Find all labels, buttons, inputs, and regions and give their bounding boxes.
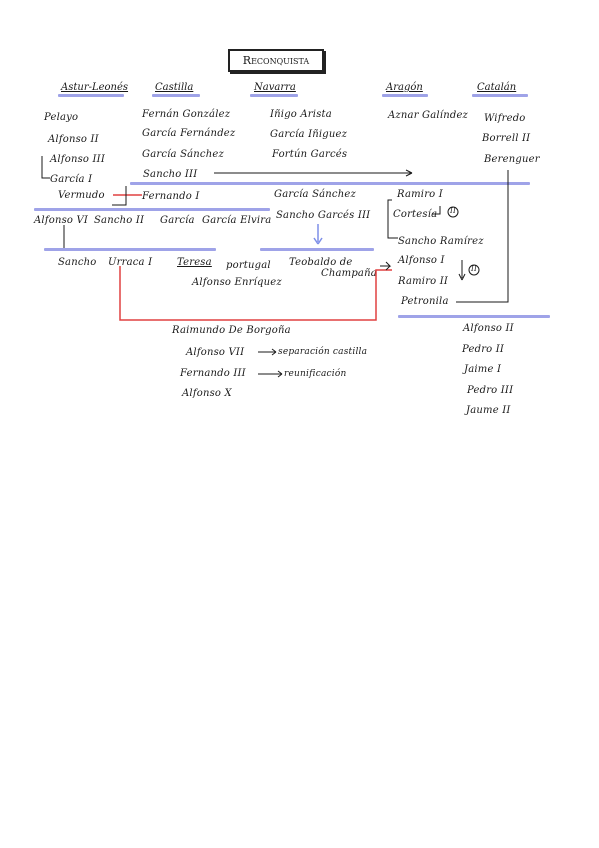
header-navarra: Navarra (254, 82, 296, 93)
raimundo-de-borgona: Raimundo De Borgoña (172, 325, 291, 336)
note-cortesia: Cortesía (393, 209, 438, 220)
header-catalan: Catalán (477, 82, 517, 93)
king-alfonso-vi: Alfonso VI (34, 215, 89, 226)
king-pelayo: Pelayo (44, 112, 79, 123)
king-sancho: Sancho (58, 257, 97, 268)
king-alfonso-i: Alfonso I (398, 255, 445, 266)
circle-note-2: II (471, 265, 477, 273)
king-garcia: García (160, 215, 195, 226)
sancho-iii-line (130, 182, 530, 185)
count-wifredo: Wifredo (484, 113, 526, 124)
king-ramiro-i: Ramiro I (397, 189, 443, 200)
king-garcia-fernandez: García Fernández (142, 128, 236, 139)
king-sancho-ii: Sancho II (94, 215, 145, 226)
king-fernando-iii: Fernando III (180, 368, 246, 379)
note-reunificacion: reunificación (284, 369, 347, 379)
king-ramiro-ii: Ramiro II (398, 276, 449, 287)
king-alfonso-ii-aragon: Alfonso II (463, 323, 514, 334)
teobaldo: Teobaldo de (289, 257, 353, 268)
header-aragon: Aragón (386, 82, 423, 93)
header-castilla: Castilla (155, 82, 194, 93)
king-sancho-iii: Sancho III (143, 169, 198, 180)
king-garcia-sanchez-navarra: García Sánchez (274, 189, 356, 200)
circle-note-1: II (450, 207, 456, 215)
note-separacion: separación castilla (278, 347, 368, 357)
king-pedro-iii: Pedro III (467, 385, 514, 396)
navarra-line (260, 248, 374, 251)
header-highlight (58, 94, 124, 97)
petronila-line (398, 315, 550, 318)
count-borrell-ii: Borrell II (482, 133, 531, 144)
king-sancho-ramirez: Sancho Ramírez (398, 236, 484, 247)
header-highlight (382, 94, 428, 97)
king-garcia-sanchez: García Sánchez (142, 149, 224, 160)
king-petronila: Petronila (401, 296, 449, 307)
king-garcia-iniguez: García Iñiguez (270, 129, 348, 140)
king-jaime-i: Jaime I (464, 364, 502, 375)
king-jaume-ii: Jaume II (466, 405, 511, 416)
label-portugal: portugal (226, 260, 271, 271)
king-pedro-ii: Pedro II (462, 344, 505, 355)
king-alfonso-ii: Alfonso II (48, 134, 99, 145)
teresa: Teresa (177, 257, 212, 268)
count-berenguer: Berenguer (484, 154, 540, 165)
king-fernan-gonzalez: Fernán González (142, 109, 231, 120)
fernando-line (34, 208, 270, 211)
alfonso-vi-line (44, 248, 216, 251)
queen-urraca-i: Urraca I (108, 257, 153, 268)
king-garcia-i: García I (50, 174, 93, 185)
king-sancho-garces-iii: Sancho Garcés III (276, 210, 371, 221)
king-alfonso-iii: Alfonso III (50, 154, 105, 165)
header-highlight (250, 94, 298, 97)
king-fortun-garces: Fortún Garcés (272, 149, 348, 160)
king-garcia-elvira: García Elvira (202, 215, 272, 226)
king-inigo-arista: Iñigo Arista (270, 109, 332, 120)
king-alfonso-vii: Alfonso VII (186, 347, 245, 358)
header-highlight (152, 94, 200, 97)
king-vermudo: Vermudo (58, 190, 105, 201)
king-alfonso-enriquez: Alfonso Enríquez (192, 277, 282, 288)
page-title: Reconquista (228, 49, 324, 72)
champagne: Champaña (321, 268, 377, 279)
header-highlight (472, 94, 528, 97)
king-alfonso-x: Alfonso X (182, 388, 232, 399)
king-fernando-i: Fernando I (142, 191, 200, 202)
king-aznar-galindez: Aznar Galíndez (388, 110, 469, 121)
header-asturleonesa: Astur-Leonés (61, 82, 129, 93)
